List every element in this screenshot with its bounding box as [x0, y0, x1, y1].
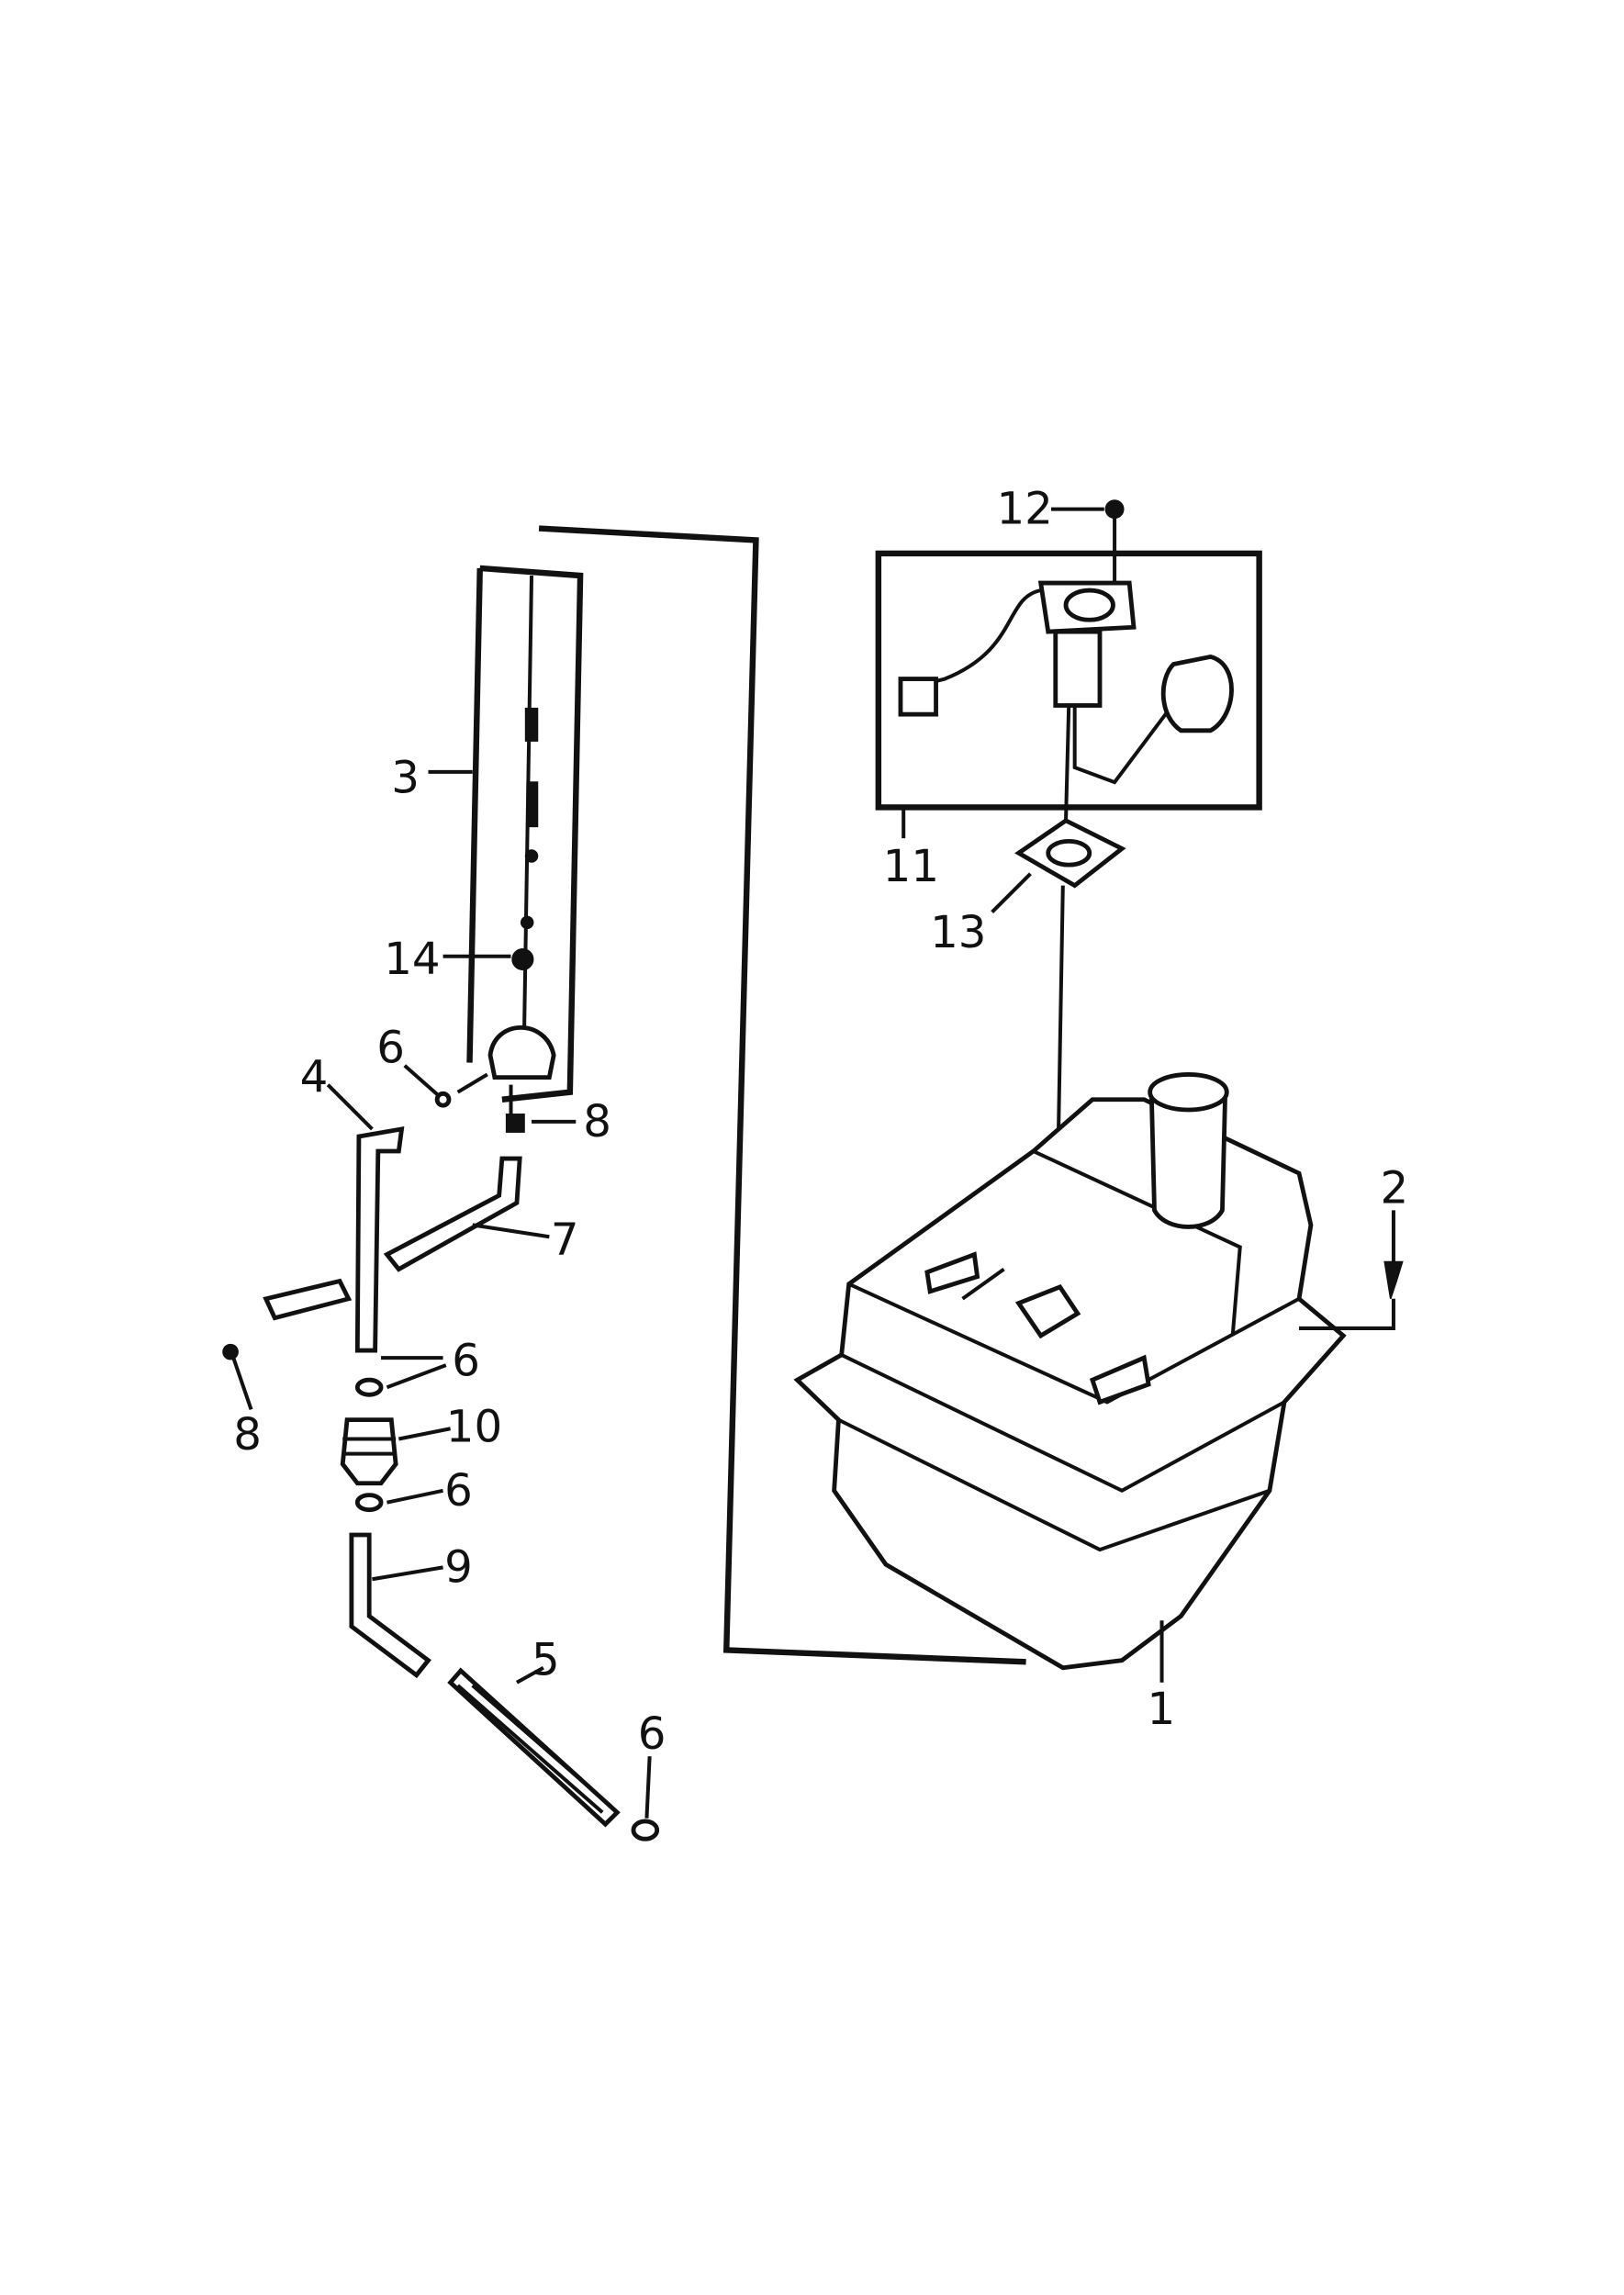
- fuel-valve: [487, 1024, 556, 1080]
- callout-9: 9: [444, 1541, 473, 1593]
- assembly-bracket-left: [538, 525, 1026, 1665]
- callout-8: 8: [233, 1409, 262, 1461]
- callout-8: 8: [583, 1096, 611, 1148]
- callout-7: 7: [551, 1215, 579, 1266]
- hose-5: [447, 1667, 621, 1828]
- callout-11: 11: [883, 841, 939, 892]
- hose-9: [349, 1532, 431, 1679]
- bolt-2: [1383, 1260, 1404, 1300]
- callout-3: 3: [391, 752, 420, 803]
- callout-4: 4: [300, 1052, 329, 1103]
- leader-12: [1050, 507, 1117, 584]
- callout-2: 2: [1380, 1162, 1408, 1214]
- callout-10: 10: [446, 1402, 502, 1453]
- callout-6: 6: [638, 1708, 666, 1760]
- clamp-6-end: [631, 1819, 660, 1842]
- callout-14: 14: [384, 934, 440, 985]
- filter-parts: [511, 707, 539, 971]
- callout-6: 6: [376, 1023, 405, 1074]
- fuel-tank: [793, 1072, 1347, 1671]
- bracket-11: [875, 550, 1262, 811]
- callout-13: 13: [930, 907, 986, 958]
- hose-7: [383, 1156, 522, 1272]
- fuel-sender-unit: [898, 580, 1234, 785]
- fuel-filter-10: [340, 1417, 398, 1486]
- bracket-3: [466, 565, 584, 1103]
- hose-segment: [263, 1278, 353, 1321]
- clamp-6: [354, 1377, 384, 1397]
- screw-12: [1104, 499, 1125, 520]
- callout-6: 6: [452, 1335, 480, 1386]
- callout-6: 6: [444, 1465, 473, 1517]
- hose-4: [354, 1125, 405, 1353]
- callout-12: 12: [996, 484, 1052, 535]
- callout-1: 1: [1147, 1684, 1175, 1735]
- callout-5: 5: [532, 1635, 560, 1686]
